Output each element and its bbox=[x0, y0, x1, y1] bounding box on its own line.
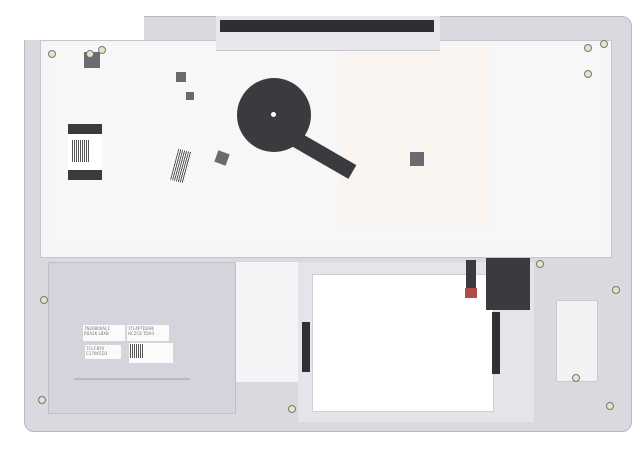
screw bbox=[606, 402, 614, 410]
foam-square bbox=[410, 152, 424, 166]
qr-label bbox=[128, 342, 174, 364]
backplate-tint bbox=[340, 46, 490, 226]
bracket-plate bbox=[236, 262, 298, 382]
corner-cutout bbox=[24, 16, 144, 40]
label-subtext: HC2C8 TDH3 bbox=[128, 331, 155, 336]
ribbon-connector bbox=[465, 288, 477, 298]
touchpad-foam-right bbox=[492, 312, 500, 374]
foam-block bbox=[486, 258, 530, 310]
label-text: 1TL4P7D2HK bbox=[128, 326, 154, 331]
touchpad-cutout bbox=[312, 274, 494, 412]
screw bbox=[86, 50, 94, 58]
vent-grille bbox=[220, 20, 434, 32]
screw bbox=[38, 396, 46, 404]
screw bbox=[288, 405, 296, 413]
fan-foam-hole bbox=[271, 112, 276, 117]
screw bbox=[600, 40, 608, 48]
qr-code-sticker bbox=[72, 140, 90, 162]
label-subtext: R0A2K L8XB bbox=[84, 331, 109, 336]
label-text: 7CLF.BY0 bbox=[86, 346, 105, 351]
screw bbox=[612, 286, 620, 294]
ribbon-cable bbox=[466, 260, 476, 296]
qr-code bbox=[130, 344, 144, 358]
screw bbox=[98, 46, 106, 54]
label-text: 7N26800AL1 bbox=[84, 326, 110, 331]
screw bbox=[536, 260, 544, 268]
touchpad-foam-left bbox=[302, 322, 310, 372]
screw bbox=[48, 50, 56, 58]
screw bbox=[40, 296, 48, 304]
screw bbox=[584, 44, 592, 52]
screw bbox=[584, 70, 592, 78]
foam-square bbox=[186, 92, 194, 100]
rib bbox=[74, 378, 190, 380]
label-subtext: C170K5D3 bbox=[86, 351, 108, 356]
corner-bracket bbox=[556, 300, 598, 382]
keyboard-backplate bbox=[50, 46, 600, 242]
foam-square bbox=[176, 72, 186, 82]
screw bbox=[572, 374, 580, 382]
